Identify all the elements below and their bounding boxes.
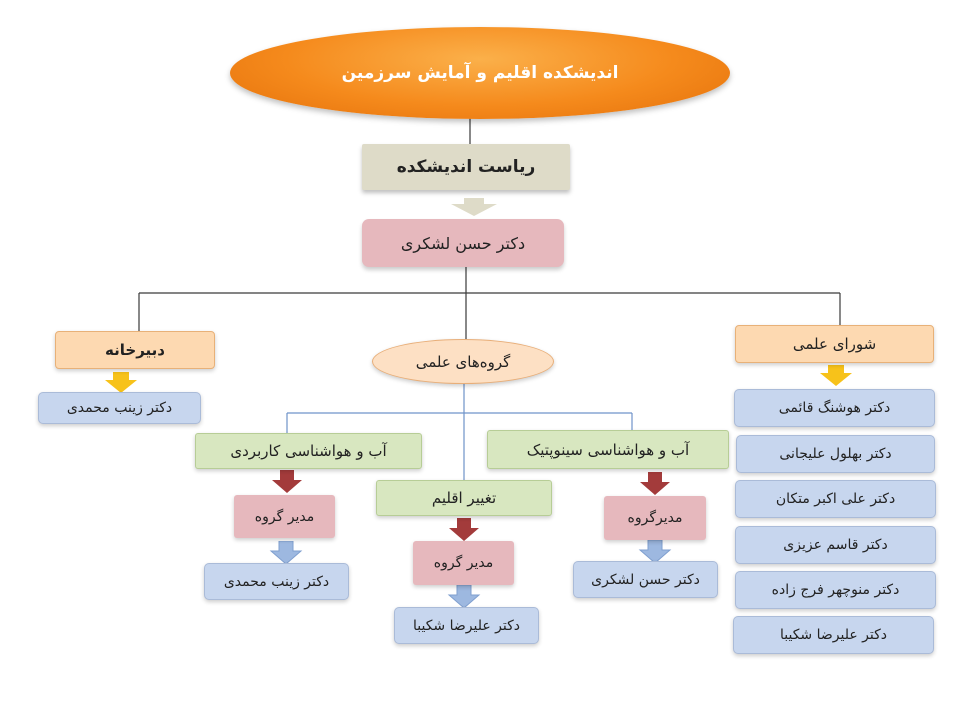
- arrow-down-icon: [640, 472, 670, 495]
- arrow-down-icon: [269, 541, 303, 565]
- council-member: دکتر قاسم عزیزی: [735, 526, 936, 564]
- group-manager-role: مدیر گروه: [234, 495, 335, 538]
- arrow-down-icon: [638, 540, 672, 564]
- title-ellipse: اندیشکده اقلیم و آمایش سرزمین: [230, 27, 730, 119]
- secretariat-member: دکتر زینب محمدی: [38, 392, 201, 424]
- council-member: دکتر بهلول علیجانی: [736, 435, 935, 473]
- group-manager-name: دکتر حسن لشکری: [573, 561, 718, 598]
- arrow-down-icon: [447, 585, 481, 609]
- council-member: دکتر منوچهر فرج زاده: [735, 571, 936, 609]
- council-box: شورای علمی: [735, 325, 934, 363]
- arrow-down-icon: [105, 372, 137, 393]
- group-applied: آب و هواشناسی کاربردی: [195, 433, 422, 469]
- group-manager-name: دکتر زینب محمدی: [204, 563, 349, 600]
- arrow-down-icon: [820, 365, 852, 386]
- group-manager-name: دکتر علیرضا شکیبا: [394, 607, 539, 644]
- arrow-down-icon: [451, 198, 497, 216]
- arrow-down-icon: [449, 518, 479, 541]
- scientific-groups-ellipse: گروه‌های علمی: [372, 339, 554, 384]
- group-synoptic: آب و هواشناسی سینوپتیک: [487, 430, 729, 469]
- arrow-down-icon: [272, 470, 302, 493]
- presidency-box: ریاست اندیشکده: [362, 144, 570, 190]
- council-member: دکتر علی اکبر متکان: [735, 480, 936, 518]
- council-member: دکتر هوشنگ قائمی: [734, 389, 935, 427]
- council-member: دکتر علیرضا شکیبا: [733, 616, 934, 654]
- group-climate-change: تغییر اقلیم: [376, 480, 552, 516]
- secretariat-box: دبیرخانه: [55, 331, 215, 369]
- group-manager-role: مدیر گروه: [413, 541, 514, 585]
- head-box: دکتر حسن لشکری: [362, 219, 564, 267]
- group-manager-role: مدیرگروه: [604, 496, 706, 540]
